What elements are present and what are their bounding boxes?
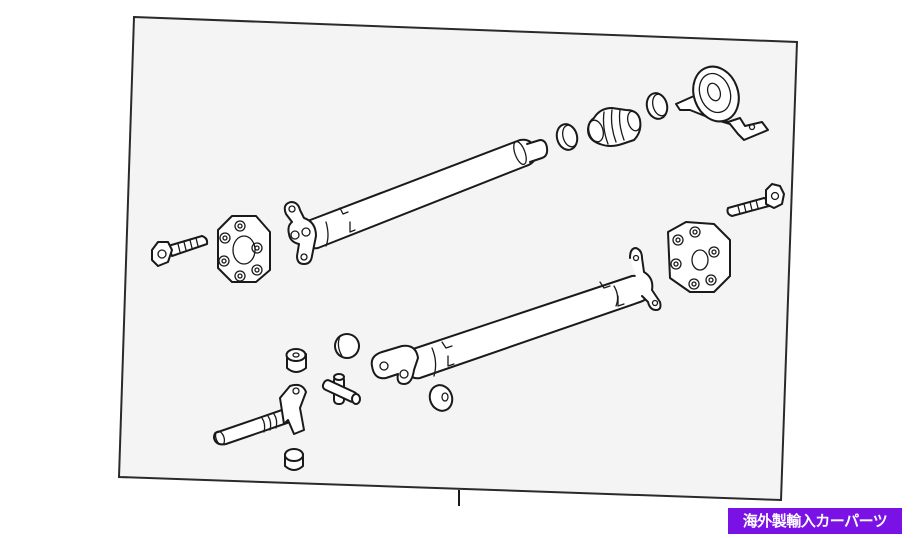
flex-disc-rear [667, 221, 731, 293]
bearing-cap-1 [285, 348, 307, 373]
rear-shaft [370, 247, 662, 385]
bolt-front [151, 235, 209, 267]
u-joint [321, 373, 361, 405]
bolt-rear [726, 183, 785, 217]
front-shaft [283, 138, 549, 265]
flex-disc-front [217, 215, 271, 283]
boot [587, 107, 642, 147]
yoke-stub [213, 383, 307, 446]
bearing-cap-3 [428, 384, 454, 412]
bearing-cap-2 [334, 333, 360, 359]
bearing-cap-4 [284, 448, 304, 471]
ring-2 [645, 92, 669, 120]
ring-1 [555, 123, 579, 151]
watermark-badge: 海外製輸入カーパーツ [728, 508, 902, 534]
center-bearing [675, 65, 769, 141]
